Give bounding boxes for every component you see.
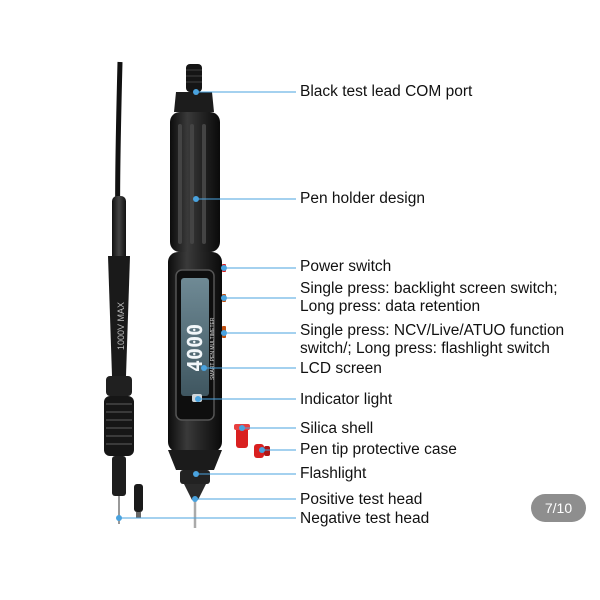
leader-dots [116, 89, 265, 521]
diagram-svg: 1000V MAX 4000 SMART PEN MULTIMETER [104, 61, 296, 528]
product-diagram: 1000V MAX 4000 SMART PEN MULTIMETER [104, 61, 565, 528]
lcd-reading: 4000 [183, 324, 207, 372]
black-test-lead: 1000V MAX [104, 61, 134, 524]
label-flashlight: Flashlight [300, 465, 367, 482]
label-indicator-light: Indicator light [300, 391, 393, 408]
probe-rating-text: 1000V MAX [116, 302, 126, 350]
label-backlight-line1: Single press: backlight screen switch; [300, 280, 558, 297]
probe-cap [134, 484, 143, 518]
pen-side-text: SMART PEN MULTIMETER [210, 317, 216, 380]
label-com-port: Black test lead COM port [300, 83, 473, 100]
label-power-switch: Power switch [300, 258, 392, 275]
label-silica-shell: Silica shell [300, 420, 374, 437]
label-pen-tip-case: Pen tip protective case [300, 441, 457, 458]
label-negative-test-head: Negative test head [300, 510, 430, 527]
pen-body: 4000 SMART PEN MULTIMETER [168, 64, 226, 528]
label-ncv-line2: switch/; Long press: flashlight switch [300, 340, 550, 357]
image-pager-badge[interactable]: 7/10 [531, 494, 586, 522]
label-ncv-line1: Single press: NCV/Live/ATUO function [300, 322, 565, 339]
label-pen-holder: Pen holder design [300, 190, 425, 207]
leader-lines [119, 91, 296, 519]
label-lcd-screen: LCD screen [300, 360, 382, 377]
label-backlight-line2: Long press: data retention [300, 298, 481, 315]
bottom-band [0, 540, 600, 600]
label-positive-test-head: Positive test head [300, 491, 423, 508]
